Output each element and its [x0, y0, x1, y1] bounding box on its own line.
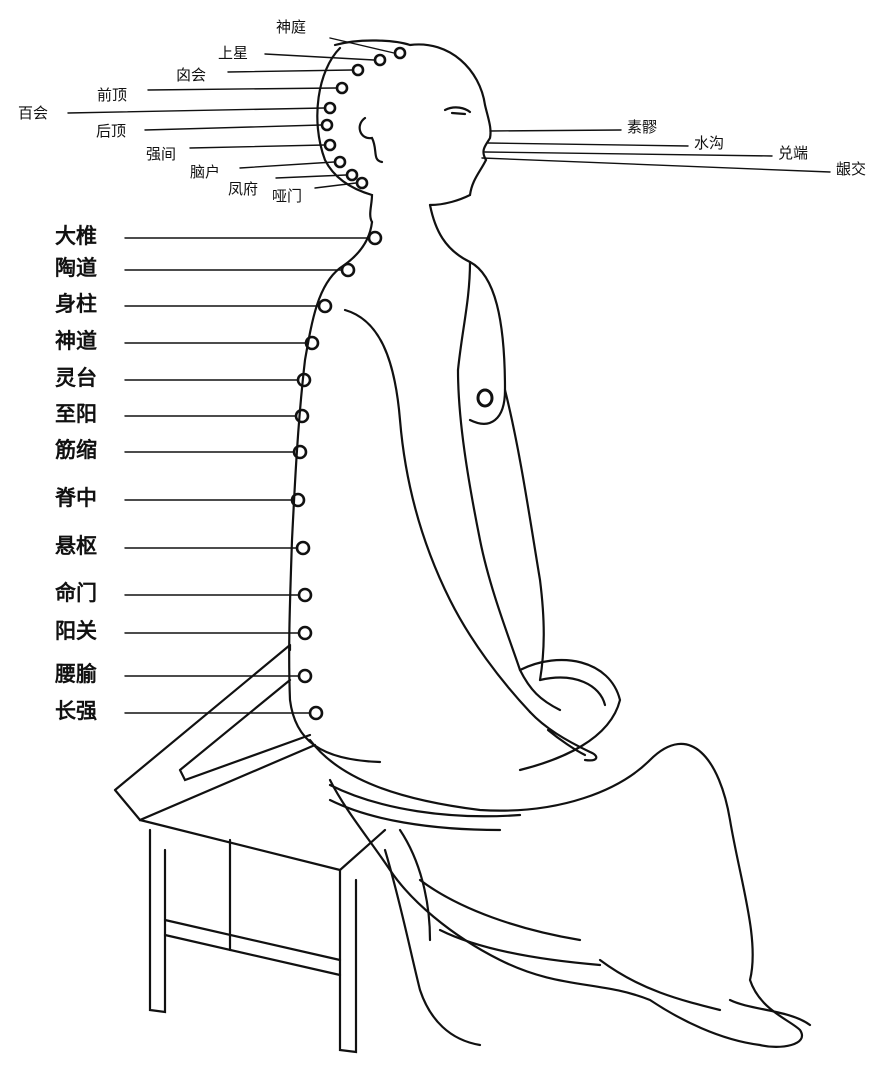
- leader-lines: [67, 37, 831, 714]
- acupoint-dot: [308, 705, 324, 721]
- acupoint-markers: [290, 46, 407, 721]
- acupoint-dot: [335, 81, 349, 95]
- acupoint-dot: [340, 262, 356, 278]
- leader-line: [144, 124, 322, 131]
- acupoint-label: 阳关: [55, 619, 97, 643]
- acupoint-label: 水沟: [694, 134, 725, 152]
- acupoint-dot: [320, 118, 334, 132]
- leader-line: [314, 182, 357, 189]
- acupoint-label: 强间: [146, 145, 177, 163]
- leader-line: [275, 174, 347, 179]
- acupoint-dot: [323, 101, 337, 115]
- leader-line: [227, 69, 353, 73]
- leader-line: [264, 53, 375, 61]
- acupoint-label: 龈交: [836, 160, 867, 178]
- acupoint-label: 长强: [55, 699, 97, 723]
- acupoint-dot: [351, 63, 365, 77]
- leader-line: [487, 142, 689, 147]
- acupoint-dot: [294, 408, 310, 424]
- acupoint-label: 陶道: [55, 256, 97, 280]
- acupoint-label: 哑门: [272, 187, 303, 205]
- acupoint-dot: [333, 155, 347, 169]
- acupoint-dot: [292, 444, 308, 460]
- acupoint-label: 囟会: [176, 66, 207, 84]
- acupoint-dot: [304, 335, 320, 351]
- leader-line: [189, 144, 325, 149]
- acupoint-label: 腰腧: [55, 662, 97, 686]
- acupoint-dot: [317, 298, 333, 314]
- acupoint-dot: [296, 372, 312, 388]
- leader-line: [147, 87, 337, 91]
- acupoint-dot: [367, 230, 383, 246]
- leader-line: [239, 161, 335, 169]
- leader-line: [329, 37, 395, 54]
- acupoint-label: 上星: [218, 44, 249, 62]
- acupoint-dot: [297, 625, 313, 641]
- acupoint-label: 前顶: [97, 86, 128, 104]
- acupoint-label: 神道: [55, 329, 97, 353]
- acupoint-dot: [373, 53, 387, 67]
- acupoint-label: 筋缩: [55, 438, 97, 462]
- acupoint-label: 至阳: [55, 402, 97, 426]
- acupoint-dot: [297, 587, 313, 603]
- acupoint-dot: [323, 138, 337, 152]
- acupoint-label: 灵台: [55, 366, 97, 390]
- acupoint-label: 兑端: [778, 144, 809, 162]
- acupoint-label: 神庭: [276, 18, 307, 36]
- acupoint-dot: [345, 168, 359, 182]
- acupoint-label: 素髎: [627, 118, 658, 136]
- leader-line: [484, 151, 773, 157]
- acupoint-dot: [297, 668, 313, 684]
- leader-line: [489, 129, 622, 132]
- acupoint-label: 大椎: [55, 224, 97, 248]
- acupoint-dot: [295, 540, 311, 556]
- figure-outline: [113, 39, 812, 1054]
- acupoint-label: 脊中: [55, 486, 97, 510]
- acupoint-dot: [290, 492, 306, 508]
- acupoint-label: 后顶: [96, 122, 127, 140]
- acupoint-label: 脑户: [190, 163, 221, 181]
- acupoint-label: 身柱: [55, 292, 97, 316]
- acupoint-label: 百会: [18, 104, 49, 122]
- acupoint-dot: [393, 46, 407, 60]
- acupoint-label: 悬枢: [55, 534, 97, 558]
- acupoint-label: 命门: [55, 581, 97, 605]
- acupoint-dot: [355, 176, 369, 190]
- acupoint-label: 凤府: [228, 180, 259, 198]
- leader-line: [481, 157, 831, 173]
- leader-line: [67, 107, 325, 114]
